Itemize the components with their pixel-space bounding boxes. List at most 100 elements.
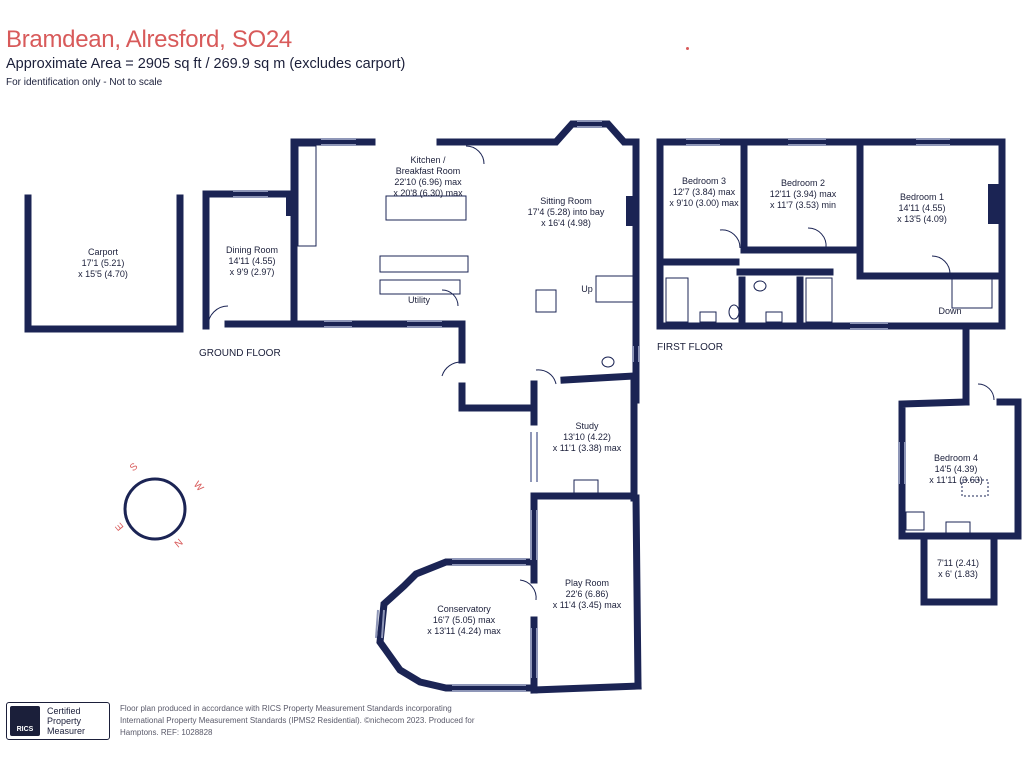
dining-name: Dining Room	[225, 245, 279, 255]
kitchen-top-wall	[290, 138, 376, 328]
compass	[123, 477, 187, 541]
room-label-bedroom3: Bedroom 3 12'7 (3.84) max x 9'10 (3.00) …	[669, 176, 738, 209]
bedroom4-cupboard	[905, 511, 925, 531]
kitchen-name-2: Breakfast Room	[395, 166, 461, 176]
room-label-down: Down	[938, 306, 961, 317]
dining-room-walls	[202, 190, 298, 330]
bedroom3-size-1: 12'7 (3.84) max	[672, 187, 736, 197]
footer-line-1: Floor plan produced in accordance with R…	[120, 704, 452, 713]
rics-logo-text: RICS	[16, 726, 34, 733]
door-swing	[441, 289, 459, 307]
carport-name: Carport	[87, 247, 118, 257]
carport-size-1: 17'1 (5.21)	[81, 258, 125, 268]
kitchen-units	[379, 255, 469, 273]
kitchen-name-1: Kitchen /	[410, 155, 446, 165]
approximate-area: Approximate Area = 2905 sq ft / 269.9 sq…	[6, 56, 406, 72]
fireplace	[626, 196, 634, 226]
toilet	[753, 280, 767, 292]
kitchen-size-1: 22'10 (6.96) max	[394, 177, 462, 187]
bedroom4-walls	[898, 398, 1022, 606]
room-label-store: 7'11 (2.41) x 6' (1.83)	[937, 558, 979, 580]
compass-ring	[123, 477, 187, 541]
door-swings	[207, 145, 995, 601]
conservatory-size-2: x 13'11 (4.24) max	[427, 626, 501, 636]
walls	[24, 120, 1022, 694]
toilet	[601, 356, 615, 368]
bedroom2-name: Bedroom 2	[780, 178, 826, 188]
utility-name: Utility	[408, 295, 430, 305]
room-label-bedroom4: Bedroom 4 14'5 (4.39) x 11'11 (3.63)	[929, 453, 982, 486]
room-label-sitting: Sitting Room 17'4 (5.28) into bay x 16'4…	[528, 196, 605, 229]
fireplace	[988, 184, 1000, 224]
door-swing	[465, 145, 485, 165]
bedroom4-size-2: x 11'11 (3.63)	[929, 475, 983, 485]
room-label-bedroom2: Bedroom 2 12'11 (3.94) max x 11'7 (3.53)…	[770, 178, 837, 211]
study-size-2: x 11'1 (3.38) max	[552, 443, 622, 453]
store-size-2: x 6' (1.83)	[938, 569, 978, 579]
study-name: Study	[575, 421, 599, 431]
door-swing	[207, 305, 229, 327]
kitchen-counter	[297, 145, 317, 247]
rics-badge-text: Certified Property Measurer	[47, 706, 85, 736]
room-label-utility: Utility	[408, 295, 430, 306]
playroom-bottom-wall	[530, 682, 642, 694]
footer-line-2: International Property Measurement Stand…	[120, 716, 475, 725]
door-swing	[719, 229, 741, 249]
plan-title: Bramdean, Alresford, SO24	[6, 26, 292, 53]
footer-text: Floor plan produced in accordance with R…	[120, 703, 540, 739]
sitting-size-2: x 16'4 (4.98)	[541, 218, 591, 228]
room-label-up: Up	[581, 284, 593, 295]
room-label-carport: Carport 17'1 (5.21) x 15'5 (4.70)	[78, 247, 128, 280]
kitchen-island	[385, 195, 467, 221]
study-top-wall	[560, 372, 638, 384]
rics-badge: RICS Certified Property Measurer	[6, 702, 110, 740]
door-swing	[535, 369, 557, 385]
conservatory-walls	[376, 558, 534, 692]
room-label-playroom: Play Room 22'6 (6.86) x 11'4 (3.45) max	[553, 578, 622, 611]
cupboard	[535, 289, 557, 313]
bedroom4-fixture	[945, 521, 971, 535]
room-label-conservatory: Conservatory 16'7 (5.05) max x 13'11 (4.…	[427, 604, 501, 637]
chimney-breast-study	[573, 479, 599, 497]
carport-walls	[24, 194, 184, 333]
stairs-first	[951, 277, 993, 309]
door-swing	[977, 383, 995, 401]
rics-badge-line-2: Property	[47, 716, 82, 726]
carport-size-2: x 15'5 (4.70)	[78, 269, 128, 279]
study-size-1: 13'10 (4.22)	[563, 432, 611, 442]
dining-size-1: 14'11 (4.55)	[228, 256, 276, 266]
playroom-size-2: x 11'4 (3.45) max	[552, 600, 622, 610]
bedroom3-name: Bedroom 3	[681, 176, 727, 186]
solid-fixtures	[286, 184, 1000, 226]
utility-counter	[379, 279, 461, 295]
rics-logo: RICS	[10, 706, 40, 736]
conservatory-size-1: 16'7 (5.05) max	[432, 615, 496, 625]
room-label-bedroom1: Bedroom 1 14'11 (4.55) x 13'5 (4.09)	[897, 192, 947, 225]
kitchen-size-2: x 20'8 (6.30) max	[393, 188, 463, 198]
room-label-dining: Dining Room 14'11 (4.55) x 9'9 (2.97)	[226, 245, 278, 278]
conservatory-name: Conservatory	[437, 604, 491, 614]
room-label-study: Study 13'10 (4.22) x 11'1 (3.38) max	[553, 421, 622, 454]
basin	[765, 311, 783, 323]
window	[381, 609, 385, 639]
dining-size-2: x 9'9 (2.97)	[229, 267, 275, 277]
up-label: Up	[581, 284, 593, 294]
door-swing	[931, 255, 951, 275]
bath	[665, 277, 689, 323]
rics-badge-line-1: Certified	[47, 706, 81, 716]
playroom-size-1: 22'6 (6.86)	[565, 589, 609, 599]
window	[375, 609, 379, 639]
toilet	[728, 304, 740, 320]
room-label-kitchen: Kitchen / Breakfast Room 22'10 (6.96) ma…	[393, 155, 462, 199]
bedroom2-size-2: x 11'7 (3.53) min	[769, 200, 837, 210]
bedroom1-size-2: x 13'5 (4.09)	[897, 214, 947, 224]
decorative-dot	[686, 47, 689, 50]
bedroom1-name: Bedroom 1	[899, 192, 945, 202]
down-label: Down	[938, 306, 962, 316]
shower	[805, 277, 833, 323]
playroom-right-wall	[632, 494, 642, 690]
bedroom3-size-2: x 9'10 (3.00) max	[669, 198, 739, 208]
footer-line-3: Hamptons. REF: 1028828	[120, 728, 213, 737]
sitting-size-1: 17'4 (5.28) into bay	[527, 207, 605, 217]
